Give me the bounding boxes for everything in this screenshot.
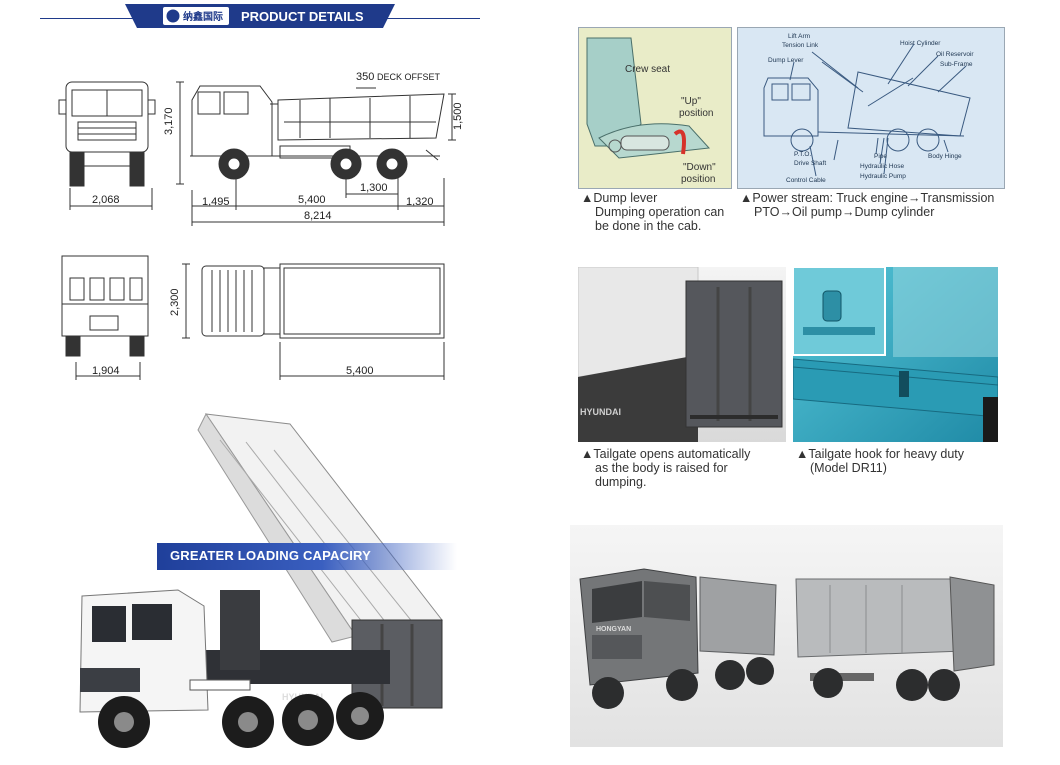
hook-caption: ▲Tailgate hook for heavy duty (Model DR1…: [796, 447, 964, 475]
tailgate-brand-text: HYUNDAI: [580, 407, 621, 417]
tailgate-caption: ▲Tailgate opens automatically as the bod…: [581, 447, 750, 489]
caption-line: ▲Power stream: Truck engine→Transmission: [740, 191, 995, 205]
render-truck-rear: [795, 576, 995, 701]
logo-text: 纳鑫国际: [183, 10, 223, 23]
header-banner: 纳鑫国际 PRODUCT DETAILS: [125, 4, 395, 28]
dim-body-length: 5,400: [346, 365, 374, 377]
dim-front-width: 2,068: [92, 194, 120, 206]
logo-badge: [163, 7, 229, 25]
dim-deck-offset-label: DECK OFFSET: [377, 72, 441, 82]
caption-line: ▲Tailgate opens automatically: [581, 447, 751, 461]
label-drive-shaft: Drive Shaft: [794, 160, 826, 167]
caption-line: as the body is raised for: [595, 461, 728, 475]
rear-view-drawing: [61, 255, 149, 357]
dim-rear-width: 1,904: [92, 365, 120, 377]
label-up: "Up": [681, 96, 701, 107]
dim-rear-overhang: 1,320: [406, 196, 434, 208]
dump-lever-caption: ▲Dump lever Dumping operation can be don…: [581, 191, 724, 233]
label-sub-frame: Sub-Frame: [940, 61, 973, 68]
label-lift-arm: Lift Arm: [788, 33, 810, 40]
caption-line: PTO→Oil pump→Dump cylinder: [754, 205, 935, 219]
label-oil-reservoir: Oil Reservoir: [936, 51, 974, 58]
power-stream-diagram: Lift Arm Tension Link Dump Lever Hoist C…: [737, 27, 1005, 189]
dim-tandem: 1,300: [360, 182, 388, 194]
company-logo-icon: [166, 9, 180, 23]
dim-body-height: 1,500: [452, 102, 464, 130]
render-truck-front: HONGYAN: [579, 568, 777, 709]
label-hydraulic-pump: Hydraulic Pump: [860, 173, 906, 180]
label-pto: P.T.O.: [794, 151, 811, 158]
label-body-hinge: Body Hinge: [928, 153, 962, 160]
loading-capacity-band: [157, 543, 457, 570]
tailgate-hook-photo: [793, 267, 998, 442]
front-view-drawing: [58, 81, 156, 187]
caption-line: Dumping operation can: [595, 205, 725, 219]
label-hoist-cylinder: Hoist Cylinder: [900, 40, 941, 47]
dimension-drawings: 3,170 350 DECK OFFSET 1,500 2,068 1,495 …: [58, 71, 464, 380]
power-stream-caption: ▲Power stream: Truck engine→Transmission…: [740, 191, 994, 219]
label-up-position: position: [679, 108, 713, 119]
tailgate-photo: HYUNDAI: [578, 267, 786, 442]
caption-line: ▲Tailgate hook for heavy duty: [796, 447, 965, 461]
dim-top-width: 2,300: [169, 288, 181, 316]
caption-line: dumping.: [595, 475, 647, 489]
loading-capacity-text: GREATER LOADING CAPACIRY: [170, 548, 372, 563]
label-dump-lever: Dump Lever: [768, 57, 804, 64]
caption-line: (Model DR11): [810, 461, 887, 475]
label-crew-seat: Crew seat: [625, 64, 670, 75]
label-down: "Down": [683, 162, 716, 173]
dim-height: 3,170: [163, 107, 175, 135]
render-front-brand: HONGYAN: [596, 626, 631, 633]
label-hydraulic-hose: Hydraulic Hose: [860, 163, 904, 170]
side-view-drawing: [190, 85, 445, 161]
lever-arrow-icon: [673, 129, 686, 155]
dump-lever-illustration: Crew seat "Up" position "Down" position: [578, 27, 732, 189]
dim-deck-offset: 350: [356, 71, 374, 83]
label-tension-link: Tension Link: [782, 42, 819, 49]
dim-front-overhang: 1,495: [202, 196, 230, 208]
dim-overall-length: 8,214: [304, 210, 332, 222]
hero-dump-truck-illustration: HYUNDAI: [79, 413, 443, 748]
truck-render-photo: HONGYAN: [570, 525, 1003, 747]
page-title: PRODUCT DETAILS: [241, 9, 364, 24]
label-down-position: position: [681, 174, 715, 185]
top-view-drawing: [201, 263, 445, 339]
label-control-cable: Control Cable: [786, 177, 826, 184]
dim-wheelbase: 5,400: [298, 194, 326, 206]
caption-line: ▲Dump lever: [581, 191, 658, 205]
label-pipe: Pipe: [874, 153, 887, 160]
caption-line: be done in the cab.: [595, 219, 702, 233]
